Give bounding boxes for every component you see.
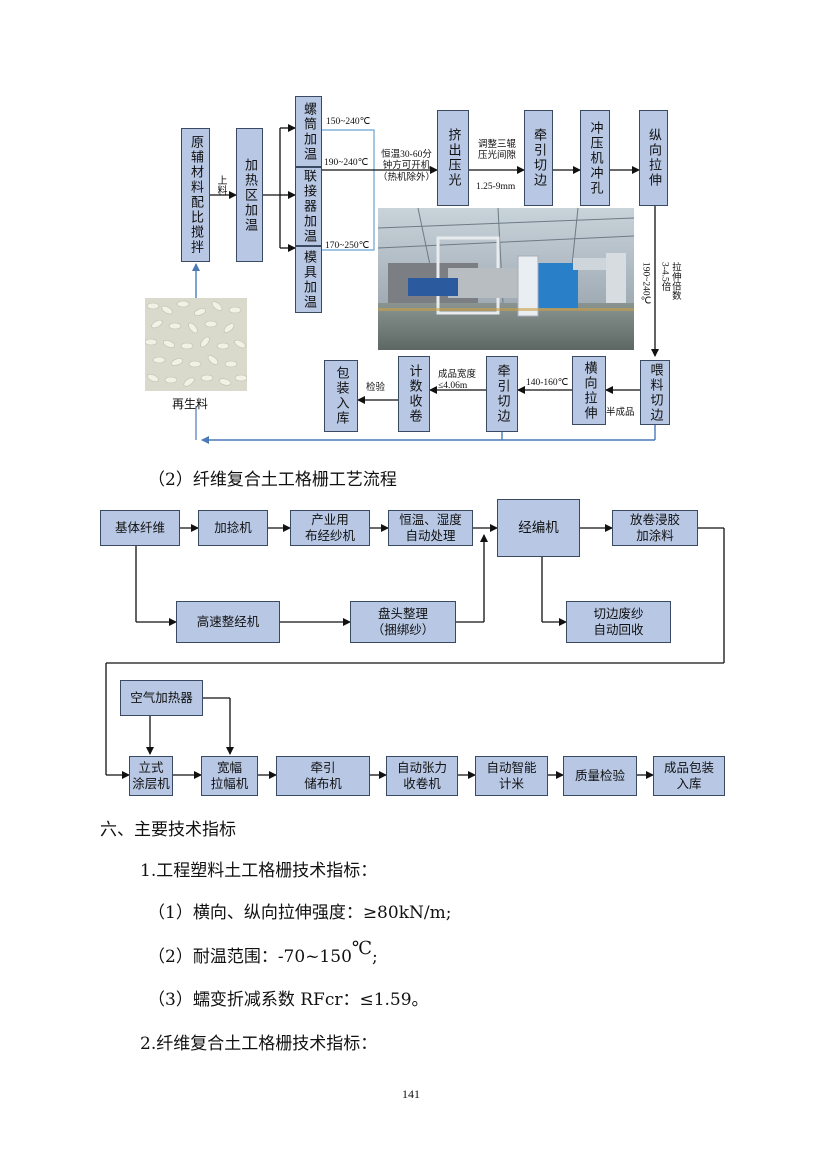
- inspection-label: 检验: [366, 383, 386, 393]
- packaging-box: 包装入库: [324, 360, 358, 432]
- width-note: 成品宽度 ≤4.06m: [438, 370, 477, 392]
- tenter-box: 宽幅 拉幅机: [201, 756, 258, 796]
- air-heater-box: 空气加热器: [120, 680, 203, 716]
- temp-transverse-label: 140-160℃: [526, 378, 569, 388]
- heading-six: 六、主要技术指标: [100, 820, 236, 840]
- item-1-2-end: ;: [372, 947, 378, 967]
- heating-zone-box: 加热区加温: [236, 128, 263, 262]
- warp-knitting-box: 经编机: [497, 499, 580, 557]
- constant-temp-note: 恒温30-60分 钟方可开机 （热机除外）: [378, 150, 436, 183]
- tension-winder-box: 自动张力 收卷机: [386, 756, 458, 796]
- stretch-ratio-label: 拉伸倍数 3-4.5倍: [659, 262, 680, 300]
- recycled-label: 再生料: [172, 397, 209, 411]
- warping-box: 产业用 布经纱机: [290, 510, 370, 546]
- metering-winding-box: 计数收卷: [398, 356, 430, 432]
- traction-cut-box-2: 牵引切边: [486, 356, 518, 432]
- roller-gap-note: 调整三辊 压光间隙: [478, 140, 517, 162]
- extrusion-box: 挤出压光: [437, 110, 469, 206]
- base-fiber-box: 基体纤维: [100, 510, 180, 546]
- recycled-pellets-photo: [145, 298, 247, 391]
- item-1-1: （1）横向、纵向拉伸强度：≥80kN/m;: [148, 903, 452, 923]
- item-1-3: （3）蠕变折减系数 RFcr：≤1.59。: [148, 990, 429, 1010]
- barrel-heating-box: 螺筒加温: [295, 96, 322, 167]
- traction-storage-box: 牵引 储布机: [276, 756, 370, 796]
- vertical-coater-box: 立式 涂层机: [129, 756, 173, 796]
- production-line-photo: [378, 208, 634, 350]
- item-1: 1.工程塑料土工格栅技术指标：: [140, 861, 378, 881]
- page-number: 141: [402, 1087, 420, 1101]
- beam-finishing-box: 盘头整理 （捆绑纱）: [350, 601, 456, 643]
- finished-packaging-box: 成品包装 入库: [653, 756, 725, 796]
- celsius-unit: ℃: [351, 938, 373, 959]
- temp-connector-label: 190~240℃: [324, 158, 369, 168]
- roller-gap-value: 1.25-9mm: [476, 182, 516, 192]
- raw-material-mixing-box: 原辅材料配比搅拌: [181, 128, 210, 262]
- item-2: 2.纤维复合土工格栅技术指标：: [140, 1034, 378, 1054]
- quality-inspection-box: 质量检验: [563, 756, 637, 796]
- section-title: （2）纤维复合土工格栅工艺流程: [148, 470, 397, 490]
- item-1-2-text: （2）耐温范围：-70~150: [148, 947, 352, 967]
- smart-meter-box: 自动智能 计米: [475, 756, 548, 796]
- unwinding-coating-box: 放卷浸胶 加涂料: [612, 510, 698, 546]
- traction-cut-box-1: 牵引切边: [524, 110, 553, 206]
- feed-trim-box: 喂料切边: [640, 360, 670, 425]
- item-1-2: （2）耐温范围：-70~150℃;: [148, 938, 378, 967]
- longitudinal-stretch-box: 纵向拉伸: [639, 110, 668, 206]
- semi-product-label: 半成品: [606, 408, 635, 418]
- stretch-temp-label: 190~240℃: [640, 262, 651, 307]
- punch-box: 冲压机冲孔: [580, 110, 610, 206]
- mold-heating-box: 模具加温: [295, 246, 322, 313]
- high-speed-warping-box: 高速整经机: [176, 601, 280, 643]
- humidity-box: 恒温、湿度 自动处理: [388, 510, 473, 546]
- temp-mold-label: 170~250℃: [325, 241, 370, 251]
- feed-label: 上料: [215, 175, 226, 195]
- temp-barrel-label: 150~240℃: [326, 117, 371, 127]
- transverse-stretch-box: 横向拉伸: [572, 356, 606, 425]
- waste-recovery-box: 切边废纱 自动回收: [566, 601, 671, 643]
- twisting-box: 加捻机: [198, 510, 268, 546]
- connector-heating-box: 联接器加温: [295, 167, 322, 246]
